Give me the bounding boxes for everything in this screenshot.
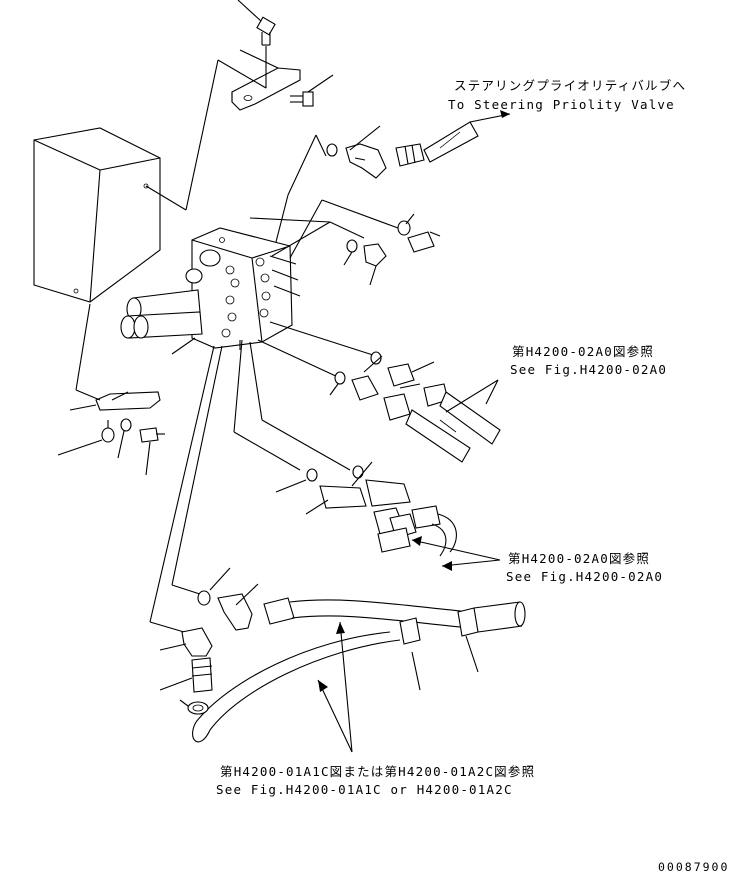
ref2-callout-jp: 第H4200-02A0図参照: [508, 551, 651, 566]
plug-fittings: [249, 199, 441, 286]
lower-left-elbow: [159, 627, 213, 715]
ref3-callout-jp: 第H4200-01A1C図または第H4200-01A2C図参照: [220, 764, 536, 779]
steering-line-fittings: [275, 110, 511, 243]
ref1-callout-jp: 第H4200-02A0図参照: [512, 344, 655, 359]
top-bolt: [237, 0, 276, 46]
guide-lines-lower: [149, 345, 223, 633]
bracket-bolt: [290, 74, 334, 107]
bracket-bolt-lower-2: [139, 427, 165, 476]
steering-callout-en: To Steering Priolity Valve: [448, 97, 675, 112]
return-hose-assembly: [192, 567, 526, 753]
priority-valve-block: [185, 227, 301, 350]
drawing-number: 00087900: [658, 860, 730, 874]
bracket-washer: [117, 418, 132, 459]
mounting-bracket-top: [231, 46, 301, 111]
middle-hose-fittings: [257, 321, 501, 463]
solenoid-cylinders: [120, 289, 203, 355]
lower-hose-fittings: [233, 339, 501, 571]
ref2-callout-en: See Fig.H4200-02A0: [506, 569, 664, 584]
valve-cover-box: [33, 59, 267, 303]
ref1-callout-en: See Fig.H4200-02A0: [510, 362, 668, 377]
bracket-bolt-lower-1: [57, 420, 115, 456]
steering-callout-jp: ステアリングプライオリティバルブへ: [454, 78, 687, 93]
ref3-callout-en: See Fig.H4200-01A1C or H4200-01A2C: [216, 782, 513, 797]
lower-bracket: [69, 303, 161, 411]
